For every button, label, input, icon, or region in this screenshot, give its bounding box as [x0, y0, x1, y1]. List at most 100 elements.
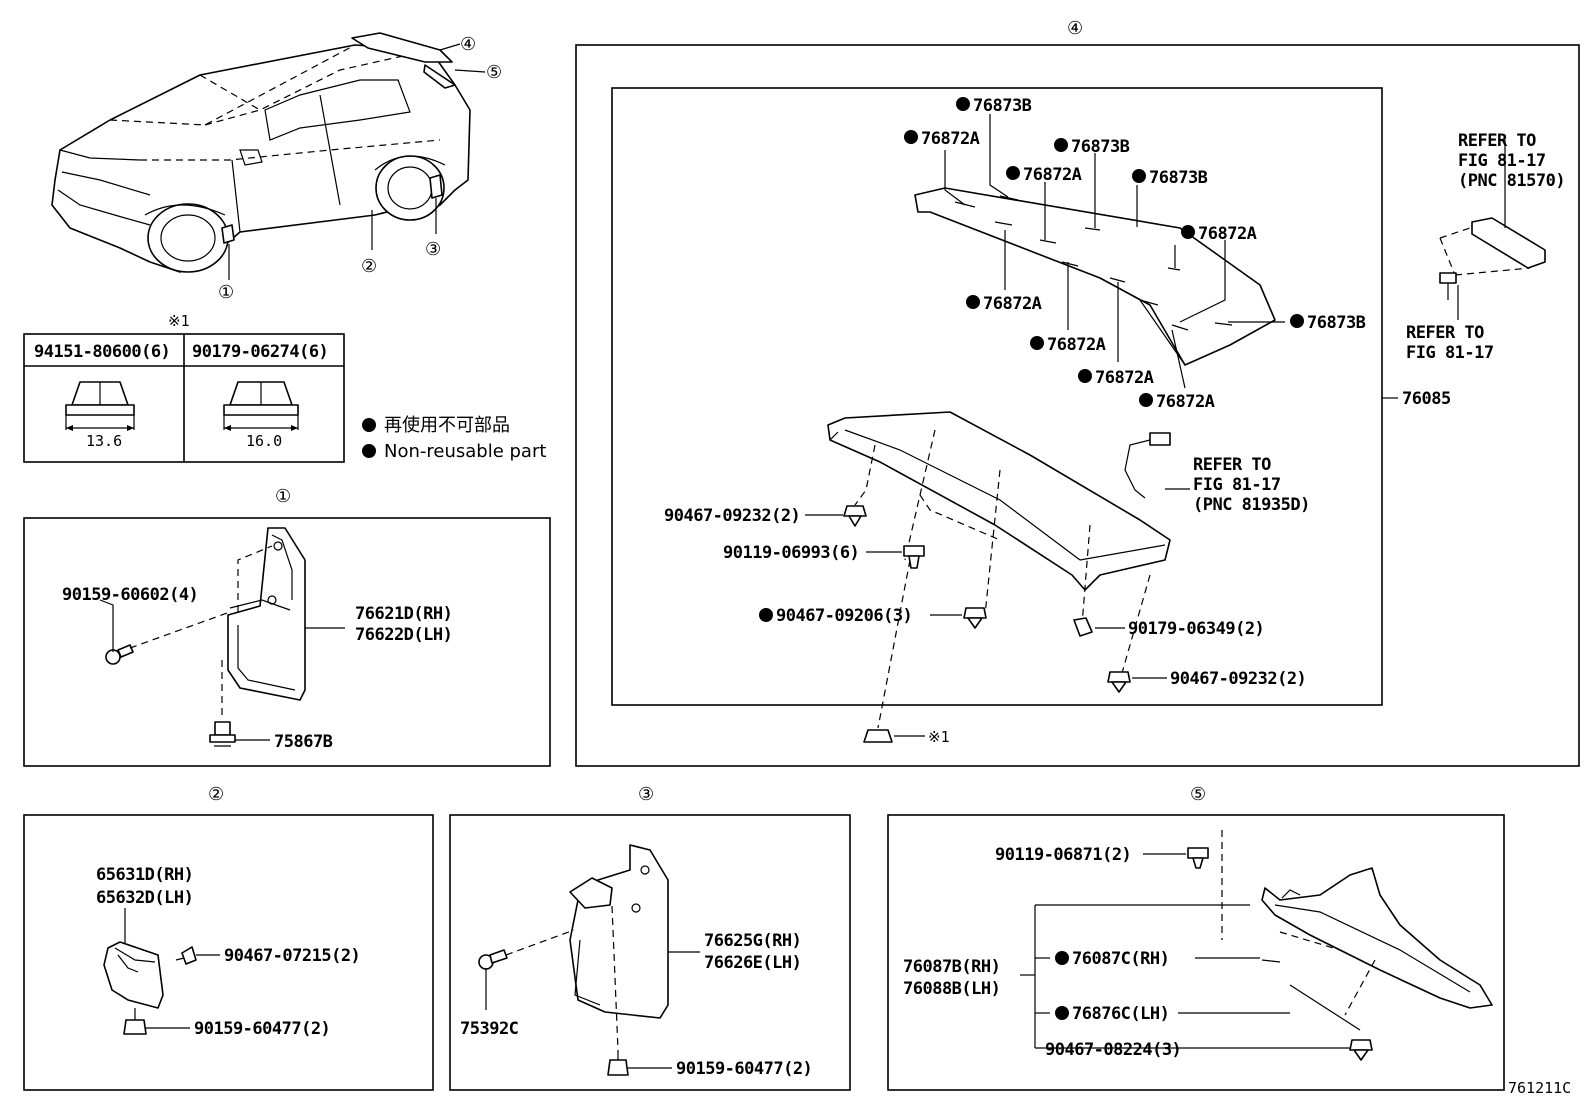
- section-5-screw-icon: [1187, 847, 1209, 869]
- section-2-bolt-label: 90159-60477(2): [194, 1019, 330, 1039]
- flange-nut-icon-2: [223, 381, 299, 431]
- tape-label-3: 76873B: [1071, 137, 1130, 157]
- clip-c-icon: [1107, 671, 1131, 693]
- section-5-clip-icon: [1349, 1039, 1373, 1061]
- section-4-clip-a-label: 90467-09232(2): [664, 506, 800, 526]
- section-3-title: ③: [638, 784, 654, 805]
- screw-icon: [903, 545, 925, 569]
- section-2: ② 65631D(RH) 65632D(LH) 90467-07215(2) 9…: [23, 784, 434, 1091]
- section-2-part-lh: 65632D(LH): [96, 888, 193, 908]
- section-2-title: ②: [208, 784, 224, 805]
- section-2-clip-icon: [175, 946, 197, 965]
- tape-label-9: 76872A: [1047, 335, 1106, 355]
- refer-mid-line-1: REFER TO: [1406, 323, 1484, 343]
- tape-leaders: [944, 114, 1285, 389]
- section-1: ① 90159-60602(4) 76621D(RH) 76622D(LH) 7…: [23, 486, 551, 767]
- nut-part-2: 90179-06274(6): [192, 342, 328, 362]
- nut-table: ※1 94151-80600(6) 90179-06274(6) 13.6 16…: [23, 312, 345, 463]
- car-callout-4: ④: [460, 34, 476, 55]
- nut-size-2: 16.0: [246, 432, 282, 450]
- spoiler-side-icon: [423, 64, 456, 89]
- u-nut-icon: [1073, 617, 1093, 637]
- flange-nut-icon-1: [65, 381, 135, 431]
- tape-label-10: 76872A: [1095, 368, 1154, 388]
- refer-wire-line-1: REFER TO: [1193, 455, 1271, 475]
- section-3-flap-rh: 76625G(RH): [704, 931, 801, 951]
- legend-jp: 再使用不可部品: [384, 415, 510, 436]
- section-2-protector-part: [103, 941, 164, 1009]
- front-wheel-icon: [147, 203, 229, 273]
- section-5-tape-lh: 76876C(LH): [1072, 1004, 1169, 1024]
- front-mudflap-icon: [221, 224, 235, 244]
- refer-top-line-3: (PNC 81570): [1458, 171, 1565, 191]
- section-5-cover-rh: 76087B(RH): [903, 957, 1000, 977]
- spoiler-side-cover-part: [1261, 867, 1493, 1009]
- nut-size-1: 13.6: [86, 432, 122, 450]
- legend: 再使用不可部品 Non-reusable part: [362, 415, 546, 462]
- bolt-refer-icon: [1439, 272, 1457, 300]
- section-3-bolt-left-icon: [478, 949, 508, 970]
- section-2-part-rh: 65631D(RH): [96, 865, 193, 885]
- section-2-clip-label: 90467-07215(2): [224, 946, 360, 966]
- tape-label-4: 76872A: [1023, 165, 1082, 185]
- section-4-screw-label: 90119-06993(6): [723, 543, 859, 563]
- non-reusable-dot-icon: [362, 418, 376, 432]
- section-1-title: ①: [275, 486, 291, 507]
- nut-part-1: 94151-80600(6): [34, 342, 170, 362]
- section-1-clip-label: 75867B: [274, 732, 333, 752]
- refer-top-line-2: FIG 81-17: [1458, 151, 1546, 171]
- section-5-screw-label: 90119-06871(2): [995, 845, 1131, 865]
- tape-label-8: 76873B: [1307, 313, 1366, 333]
- section-1-bolt-label: 90159-60602(4): [62, 585, 198, 605]
- rear-spoiler-part: [827, 411, 1171, 591]
- clip-b-icon: [963, 607, 987, 629]
- section-3-bolt-bottom-icon: [607, 1050, 629, 1076]
- section-5-title: ⑤: [1190, 784, 1206, 805]
- rear-mudflap-icon: [429, 174, 443, 199]
- car-callout-3: ③: [425, 239, 441, 260]
- tape-label-7: 76872A: [983, 294, 1042, 314]
- wire-harness-icon: [1124, 432, 1171, 499]
- section-5-clip-label: 90467-08224(3): [1045, 1040, 1181, 1060]
- section-2-bolt-icon: [123, 1008, 147, 1035]
- tape-label-6: 76872A: [1198, 224, 1257, 244]
- tape-label-5: 76873B: [1149, 168, 1208, 188]
- refer-wire-line-2: FIG 81-17: [1193, 475, 1281, 495]
- asterisk-note: ※1: [168, 312, 190, 330]
- section-4: ④ 76085 76873B 76872A: [575, 18, 1580, 767]
- section-4-nut-label: 90179-06349(2): [1128, 619, 1264, 639]
- section-3: ③ 75392C 90159-60477(2) 76625G(RH) 76626…: [449, 784, 851, 1091]
- section-5-cover-lh: 76088B(LH): [903, 979, 1000, 999]
- section-4-nut-ref: ※1: [928, 728, 950, 746]
- tape-labels: 76873B 76872A 76873B 76872A 76873B 76872…: [904, 96, 1366, 412]
- section-5: ⑤ 90119-06871(2) 76087B(RH) 76088B(LH) 7…: [887, 784, 1505, 1091]
- car-callout-1: ①: [218, 282, 234, 303]
- section-3-bolt-left-label: 75392C: [460, 1019, 518, 1039]
- section-1-flap-rh: 76621D(RH): [355, 604, 452, 624]
- non-reusable-dot-icon-2: [362, 444, 376, 458]
- roof-spoiler-icon: [351, 32, 453, 63]
- section-1-flap-lh: 76622D(LH): [355, 625, 452, 645]
- tape-label-2: 76872A: [921, 129, 980, 149]
- refer-wire-line-3: (PNC 81935D): [1193, 495, 1310, 515]
- car-callout-5: ⑤: [486, 62, 502, 83]
- rear-mudflap-part: [569, 844, 669, 1019]
- clip-a-icon: [843, 505, 867, 527]
- tape-label-1: 76873B: [973, 96, 1032, 116]
- flange-nut-ref-icon: [863, 729, 893, 743]
- section-4-assembly-label: 76085: [1402, 389, 1451, 409]
- refer-mid-line-2: FIG 81-17: [1406, 343, 1494, 363]
- section-4-title: ④: [1067, 18, 1083, 39]
- section-3-flap-lh: 76626E(LH): [704, 953, 801, 973]
- front-mudflap-part: [227, 527, 306, 701]
- section-3-bolt-bottom-label: 90159-60477(2): [676, 1059, 812, 1079]
- tape-label-11: 76872A: [1156, 392, 1215, 412]
- diagram-id: 761211C: [1508, 1079, 1571, 1097]
- section-5-tape-rh: 76087C(RH): [1072, 949, 1169, 969]
- refer-top-line-1: REFER TO: [1458, 131, 1536, 151]
- bracket-part-icon: [1471, 140, 1546, 269]
- car-overview: ① ② ③ ④ ⑤: [51, 32, 502, 303]
- legend-en: Non-reusable part: [384, 441, 546, 462]
- flange-bolt-icon: [105, 644, 134, 665]
